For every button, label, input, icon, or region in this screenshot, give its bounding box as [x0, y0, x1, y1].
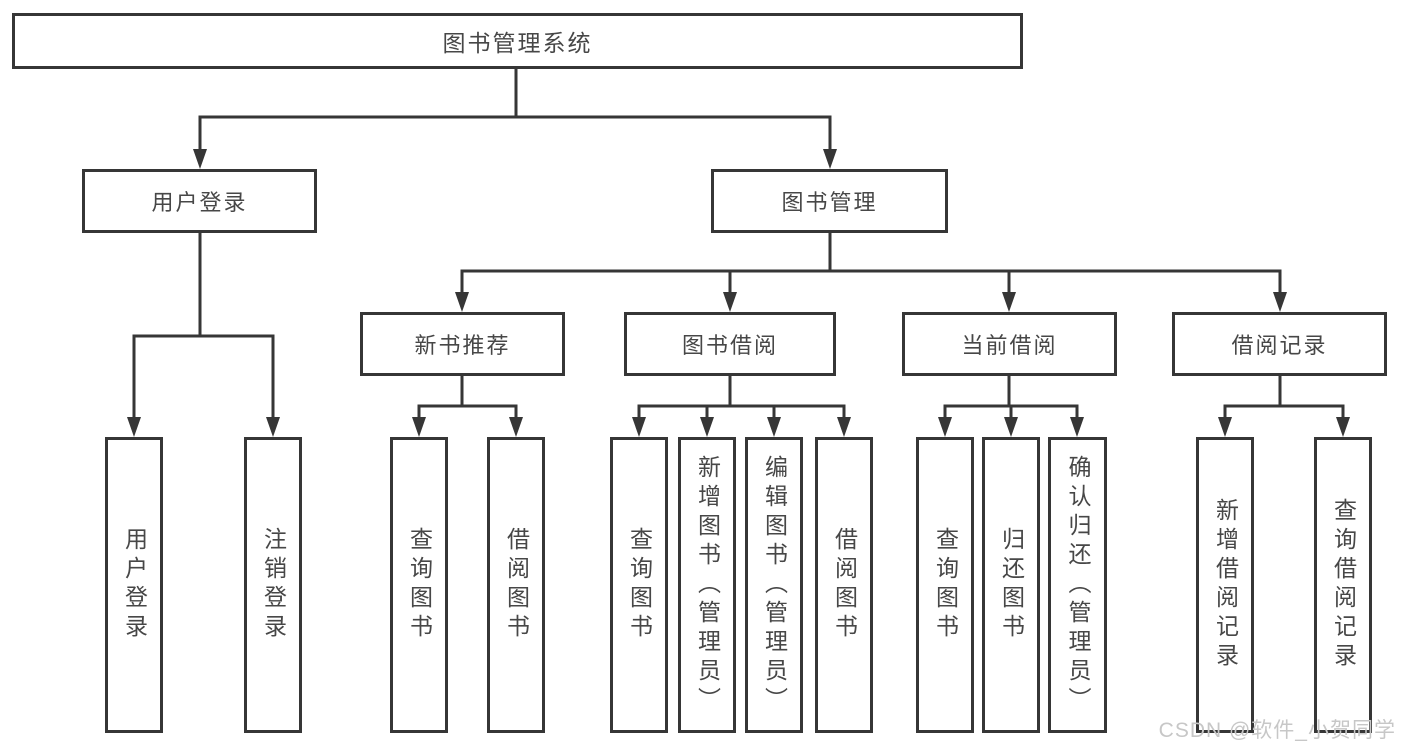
leaf-add-borrow-record: 新增借阅记录 [1196, 437, 1254, 733]
leaf-query-borrow-record: 查询借阅记录 [1314, 437, 1372, 733]
leaf-borrow-books-2: 借阅图书 [815, 437, 873, 733]
leaf-user-login: 用户登录 [105, 437, 163, 733]
leaf-borrow-books-1: 借阅图书 [487, 437, 545, 733]
arrow-down-icon [1336, 417, 1350, 437]
leaf-user-login-label: 用户登录 [121, 527, 148, 643]
leaf-confirm-return-admin: 确认归还（管理员） [1048, 437, 1107, 733]
connector-bookborrow-to-leaves [637, 374, 846, 422]
leaf-query-books-1-label: 查询图书 [406, 527, 433, 643]
connector-root-to-level2 [198, 66, 832, 154]
leaf-add-book-admin: 新增图书（管理员） [678, 437, 736, 733]
arrow-down-icon [412, 417, 426, 437]
arrow-down-icon [127, 417, 141, 437]
connector-bookmgmt-to-level3 [460, 231, 1282, 297]
arrow-down-icon [938, 417, 952, 437]
node-root: 图书管理系统 [12, 13, 1023, 69]
arrow-down-icon [1070, 417, 1084, 437]
node-new-book-recommend-label: 新书推荐 [414, 333, 511, 358]
arrow-down-icon [455, 292, 469, 312]
leaf-edit-book-admin: 编辑图书（管理员） [745, 437, 803, 733]
leaf-query-books-1: 查询图书 [390, 437, 448, 733]
node-current-borrow-label: 当前借阅 [961, 333, 1058, 358]
leaf-borrow-books-2-label: 借阅图书 [831, 527, 858, 643]
arrow-down-icon [767, 417, 781, 437]
node-user-login-label: 用户登录 [151, 190, 248, 215]
arrow-down-icon [823, 149, 837, 169]
arrow-down-icon [632, 417, 646, 437]
csdn-watermark: CSDN @软件_小贺同学 [1158, 719, 1396, 742]
node-new-book-recommend: 新书推荐 [360, 312, 565, 376]
arrow-down-icon [266, 417, 280, 437]
node-book-management-label: 图书管理 [781, 190, 878, 215]
leaf-logout-label: 注销登录 [260, 527, 287, 643]
leaf-query-borrow-record-label: 查询借阅记录 [1330, 498, 1357, 672]
leaf-query-books-3-label: 查询图书 [932, 527, 959, 643]
leaf-return-book-label: 归还图书 [998, 527, 1025, 643]
arrow-down-icon [193, 149, 207, 169]
leaf-query-books-3: 查询图书 [916, 437, 974, 733]
node-book-management: 图书管理 [711, 169, 948, 233]
arrow-down-icon [837, 417, 851, 437]
node-borrow-records: 借阅记录 [1172, 312, 1387, 376]
node-book-borrow: 图书借阅 [624, 312, 836, 376]
node-current-borrow: 当前借阅 [902, 312, 1117, 376]
connector-newbook-to-leaves [417, 374, 518, 422]
arrow-down-icon [1273, 292, 1287, 312]
leaf-query-books-2-label: 查询图书 [626, 527, 653, 643]
leaf-return-book: 归还图书 [982, 437, 1040, 733]
node-borrow-records-label: 借阅记录 [1231, 333, 1328, 358]
leaf-logout: 注销登录 [244, 437, 302, 733]
leaf-borrow-books-1-label: 借阅图书 [503, 527, 530, 643]
leaf-confirm-return-admin-label: 确认归还（管理员） [1065, 454, 1091, 716]
connector-currentborrow-to-leaves [943, 374, 1079, 422]
connector-userlogin-to-leaves [132, 230, 275, 422]
node-user-login: 用户登录 [82, 169, 317, 233]
arrow-down-icon [723, 292, 737, 312]
leaf-add-book-admin-label: 新增图书（管理员） [694, 454, 721, 716]
arrow-down-icon [1218, 417, 1232, 437]
arrow-down-icon [1002, 292, 1016, 312]
leaf-query-books-2: 查询图书 [610, 437, 668, 733]
leaf-edit-book-admin-label: 编辑图书（管理员） [761, 454, 788, 716]
node-root-label: 图书管理系统 [442, 30, 593, 56]
arrow-down-icon [700, 417, 714, 437]
arrow-down-icon [1004, 417, 1018, 437]
arrow-down-icon [509, 417, 523, 437]
connector-borrowrecord-to-leaves [1223, 374, 1345, 422]
node-book-borrow-label: 图书借阅 [681, 333, 778, 358]
leaf-add-borrow-record-label: 新增借阅记录 [1212, 498, 1239, 672]
